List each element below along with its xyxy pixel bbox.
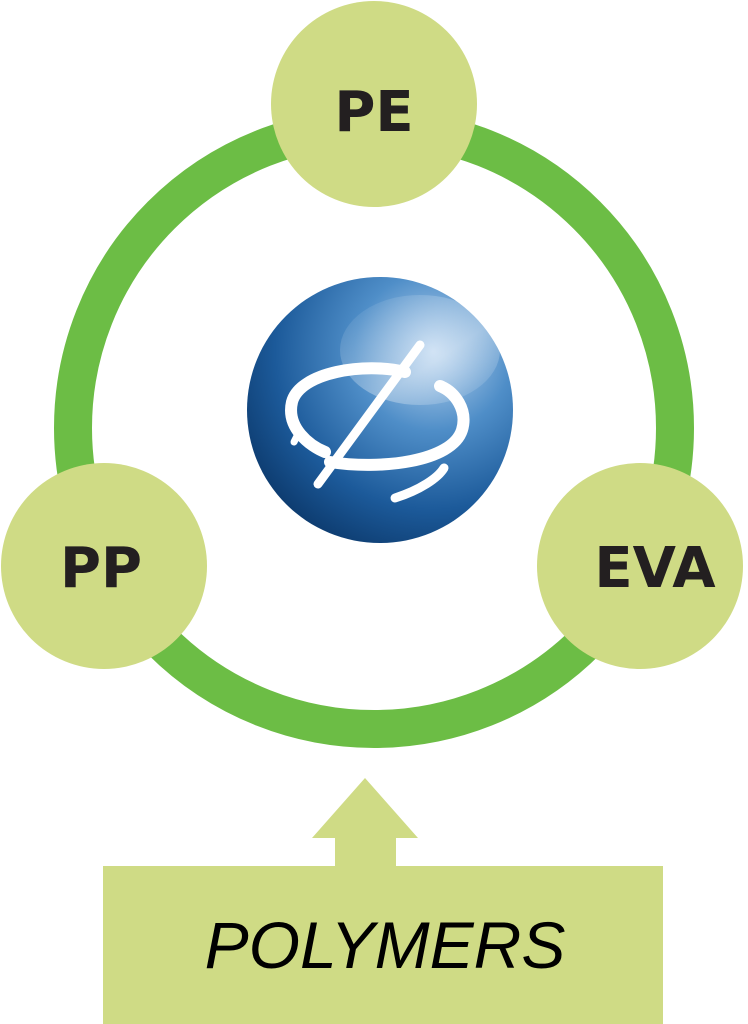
node-pp: PP <box>1 463 207 669</box>
polymers-label: POLYMERS <box>205 908 566 982</box>
center-logo <box>247 277 513 543</box>
node-pp-label: PP <box>60 536 142 601</box>
slashed-ellipse-logo-icon <box>285 340 470 503</box>
node-pe-circle <box>271 1 477 207</box>
input-arrow <box>312 778 418 868</box>
node-pe-label: PE <box>334 80 413 145</box>
node-pp-circle <box>1 463 207 669</box>
polymers-box-bg <box>103 866 663 1024</box>
polymers-box: POLYMERS <box>103 866 663 1024</box>
node-eva: EVA <box>537 463 743 669</box>
node-eva-label: EVA <box>594 536 716 601</box>
node-eva-circle <box>537 463 743 669</box>
node-pe: PE <box>271 1 477 207</box>
